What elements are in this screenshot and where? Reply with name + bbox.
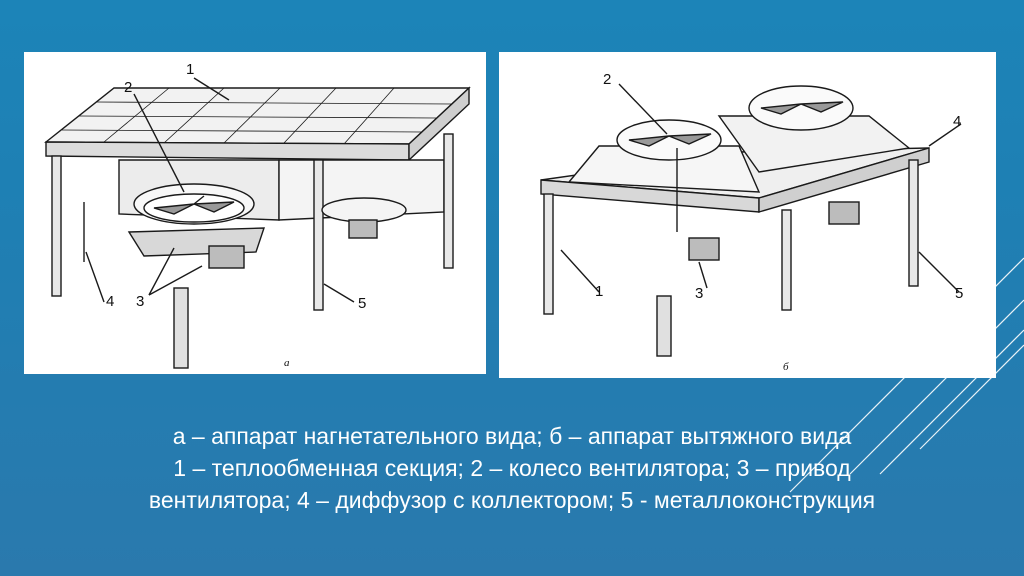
sublabel-b: б	[783, 361, 789, 373]
caption-line-3: вентилятора; 4 – диффузор с коллектором;…	[148, 487, 876, 513]
figure-b-induced-draft-unit: 2 4 1 3 5 б	[499, 52, 996, 378]
caption-line-1: а – аппарат нагнетательного вида; б – ап…	[172, 423, 852, 449]
slide-caption: а – аппарат нагнетательного вида; б – ап…	[20, 420, 1004, 516]
label-2: 2	[603, 71, 611, 88]
label-2: 2	[124, 79, 132, 96]
label-3: 3	[695, 285, 703, 302]
figure-b-drawing: 2 4 1 3 5 б	[540, 71, 963, 373]
label-4: 4	[953, 113, 961, 130]
label-1: 1	[595, 283, 603, 300]
figure-a-drawing: 1 2 3 4 5 а	[44, 61, 471, 369]
label-3: 3	[136, 293, 144, 310]
label-5: 5	[955, 285, 963, 302]
label-4: 4	[106, 293, 114, 310]
sublabel-a: а	[284, 357, 290, 369]
label-1: 1	[186, 61, 194, 78]
figure-a-forced-draft-unit: 1 2 3 4 5 а	[24, 52, 486, 374]
label-5: 5	[358, 295, 366, 312]
caption-line-2: 1 – теплообменная секция; 2 – колесо вен…	[173, 455, 851, 481]
